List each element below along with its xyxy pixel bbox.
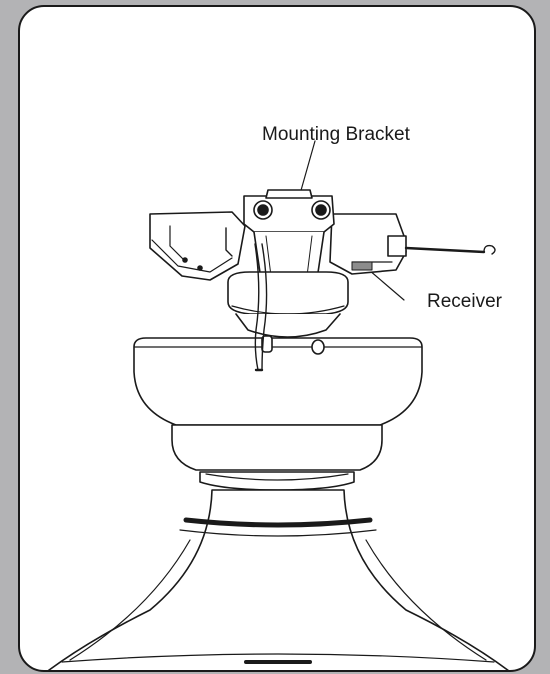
cover-plate-left [148, 210, 246, 281]
motor-housing [46, 488, 510, 670]
receiver-label: Receiver [427, 291, 502, 312]
motor-hub [226, 270, 349, 338]
wires [224, 226, 267, 371]
screw-hole [310, 338, 325, 355]
screw-slot [260, 334, 273, 353]
antenna-wire [404, 244, 496, 255]
canopy [132, 334, 423, 426]
receiver-leader [367, 268, 405, 301]
ceiling-fan-illustration [46, 139, 510, 670]
receiver-body [351, 261, 372, 270]
mounting-bracket [242, 188, 335, 287]
collar [170, 423, 383, 491]
cover-plate-right [328, 212, 407, 275]
diagram-panel: Mounting Bracket Receiver [18, 5, 536, 672]
mounting-bracket-label: Mounting Bracket [262, 124, 410, 145]
